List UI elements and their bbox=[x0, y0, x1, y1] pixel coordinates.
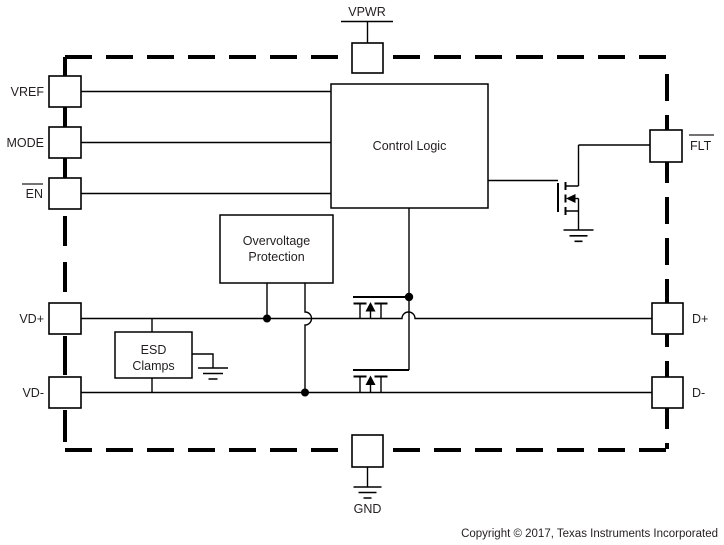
pin-mode: MODE bbox=[7, 126, 82, 159]
control-logic-block: Control Logic bbox=[330, 83, 489, 209]
pin-dminus-label: D- bbox=[692, 386, 705, 400]
pin-vpwr: VPWR bbox=[341, 5, 393, 74]
pin-box bbox=[651, 302, 684, 335]
source-lead bbox=[565, 198, 580, 230]
wire-ovp-to-vdminus-hop bbox=[304, 283, 313, 393]
pin-gnd: GND bbox=[351, 434, 384, 516]
esd-clamps-block: ESD Clamps bbox=[114, 331, 193, 379]
ground-symbol-gnd-icon bbox=[353, 467, 382, 499]
pin-dplus: D+ bbox=[651, 302, 708, 335]
pin-box bbox=[48, 126, 82, 159]
wire-esd-to-ground bbox=[192, 353, 214, 368]
ground-bars bbox=[353, 486, 382, 499]
esd-clamps-label-line1: ESD bbox=[141, 343, 167, 357]
copyright-text: Copyright © 2017, Texas Instruments Inco… bbox=[461, 528, 718, 540]
overvoltage-protection-label-line2: Protection bbox=[248, 250, 304, 264]
pin-box bbox=[351, 42, 384, 74]
pin-en: EN bbox=[22, 177, 82, 210]
pin-en-label: EN bbox=[26, 187, 43, 201]
control-logic-box bbox=[330, 83, 489, 209]
wire-vdplus-to-dplus bbox=[81, 311, 652, 320]
esd-clamps-label-line2: Clamps bbox=[132, 359, 174, 373]
pin-box bbox=[48, 376, 82, 409]
nmos-switch-dminus-icon bbox=[353, 369, 409, 393]
pin-flt-label: FLT bbox=[690, 139, 712, 153]
terminal-stubs bbox=[359, 303, 382, 319]
ground-symbol-esd-icon bbox=[198, 367, 228, 380]
body-arrow-head bbox=[365, 375, 376, 385]
pin-box bbox=[649, 129, 683, 163]
body-arrow-head bbox=[566, 194, 576, 203]
pin-gnd-label: GND bbox=[354, 502, 382, 516]
esd-clamps-box bbox=[114, 331, 193, 379]
pin-dplus-label: D+ bbox=[692, 312, 708, 326]
pin-box bbox=[351, 434, 384, 468]
pin-vdplus: VD+ bbox=[19, 302, 82, 335]
pin-mode-label: MODE bbox=[7, 136, 45, 150]
nmos-switch-dplus-icon bbox=[353, 296, 409, 319]
terminal-stubs bbox=[359, 376, 382, 393]
junction-dot bbox=[263, 314, 271, 323]
pin-flt: FLT bbox=[649, 129, 714, 163]
pin-vref: VREF bbox=[11, 75, 82, 108]
ground-symbol-flt-icon bbox=[563, 229, 594, 243]
pin-box bbox=[48, 302, 82, 335]
pin-vpwr-label: VPWR bbox=[348, 5, 386, 19]
overvoltage-protection-block: Overvoltage Protection bbox=[219, 214, 334, 284]
pin-vdminus-label: VD- bbox=[22, 386, 44, 400]
junction-dots bbox=[263, 292, 414, 397]
ground-bars bbox=[563, 229, 594, 243]
pin-vref-label: VREF bbox=[11, 85, 45, 99]
pin-box bbox=[48, 75, 82, 108]
overvoltage-protection-box bbox=[219, 214, 334, 284]
body-arrow-head bbox=[365, 302, 376, 312]
junction-dot bbox=[301, 388, 309, 397]
control-logic-label: Control Logic bbox=[373, 139, 447, 153]
pin-box bbox=[651, 376, 684, 409]
wires bbox=[81, 90, 652, 394]
pin-vdminus: VD- bbox=[22, 376, 82, 409]
pin-vdplus-label: VD+ bbox=[19, 312, 44, 326]
drain-lead bbox=[565, 145, 580, 187]
nmos-fault-transistor-icon bbox=[557, 145, 580, 230]
overvoltage-protection-label-line1: Overvoltage bbox=[243, 234, 310, 248]
ground-bars bbox=[198, 367, 228, 380]
pin-box bbox=[48, 177, 82, 210]
pin-dminus: D- bbox=[651, 376, 705, 409]
